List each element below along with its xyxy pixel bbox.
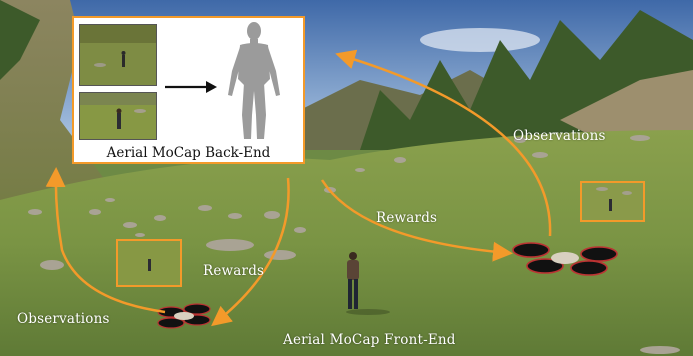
left-observation-crop (116, 239, 182, 287)
right-observation-crop (580, 181, 645, 222)
backend-thumbnail-top (79, 24, 157, 86)
arrow-right-icon (164, 80, 218, 94)
right-rewards-label: Rewards (376, 210, 437, 226)
left-rewards-label: Rewards (203, 263, 264, 279)
backend-panel: Aerial MoCap Back-End (72, 16, 305, 164)
frontend-caption: Aerial MoCap Front-End (283, 332, 456, 348)
backend-thumbnail-bottom (79, 92, 157, 140)
left-observations-label: Observations (17, 311, 110, 327)
drone-left (158, 304, 210, 328)
right-observations-label: Observations (513, 128, 606, 144)
backend-caption: Aerial MoCap Back-End (74, 145, 303, 161)
body-mesh-icon (224, 21, 284, 143)
